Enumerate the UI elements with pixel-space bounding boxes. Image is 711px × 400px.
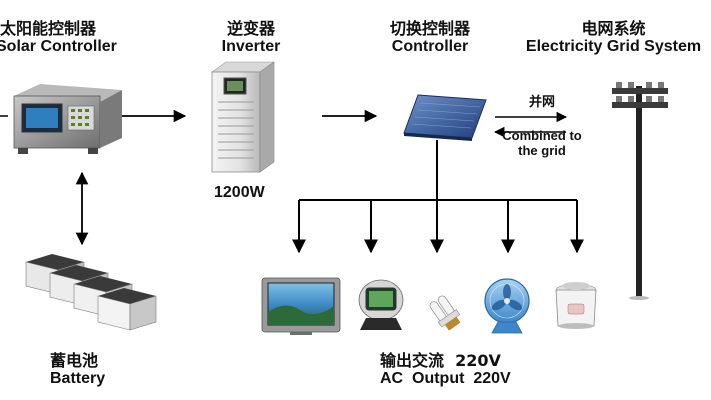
small-tv-icon — [358, 279, 404, 330]
battery-unit — [97, 288, 157, 331]
inverter-label: 逆变器 Inverter — [212, 20, 290, 56]
grid-tie-caption: Combined to the grid — [487, 128, 597, 158]
solar-controller-label: 太阳能控制器 Solar Controller — [0, 20, 117, 56]
controller-panel-icon — [403, 94, 487, 141]
solar-controller-label-zh: 太阳能控制器 — [0, 19, 97, 38]
battery-bank-icon — [25, 254, 157, 331]
electric-fan-icon — [484, 278, 530, 334]
switch-controller-label-zh: 切换控制器 — [389, 19, 470, 38]
grid-system-label-en: Electricity Grid System — [525, 38, 702, 55]
solar-controller-device-icon — [13, 84, 122, 154]
inverter-label-zh: 逆变器 — [226, 19, 275, 38]
ac-output-label: 输出交流 220V AC Output 220V — [380, 352, 511, 388]
utility-pole-icon — [612, 82, 668, 300]
inverter-rating: 1200W — [214, 184, 265, 202]
energy-saving-lamp-icon — [429, 295, 461, 331]
grid-system-label-zh: 电网系统 — [581, 19, 646, 38]
switch-controller-label: 切换控制器 Controller — [380, 20, 480, 56]
inverter-rating-text: 1200W — [214, 184, 265, 201]
connection-arrows — [0, 109, 584, 254]
switch-controller-label-en: Controller — [391, 38, 469, 55]
battery-label-en: Battery — [50, 370, 106, 387]
ac-output-label-zh: 输出交流 220V — [380, 351, 501, 370]
inverter-cabinet-icon — [211, 61, 275, 173]
grid-system-label: 电网系统 Electricity Grid System — [516, 20, 711, 56]
battery-label: 蓄电池 Battery — [50, 352, 105, 388]
grid-tie-label: 并网 — [492, 95, 592, 110]
ac-output-label-en: AC Output 220V — [380, 370, 511, 387]
battery-label-zh: 蓄电池 — [50, 351, 99, 370]
inverter-label-en: Inverter — [221, 38, 281, 55]
rice-cooker-icon — [555, 282, 597, 329]
solar-controller-label-en: Solar Controller — [0, 38, 117, 55]
television-icon — [261, 277, 341, 335]
grid-tie-caption-line2: the grid — [518, 143, 566, 158]
grid-tie-label-zh: 并网 — [528, 95, 555, 110]
grid-tie-caption-line1: Combined to — [502, 128, 582, 143]
